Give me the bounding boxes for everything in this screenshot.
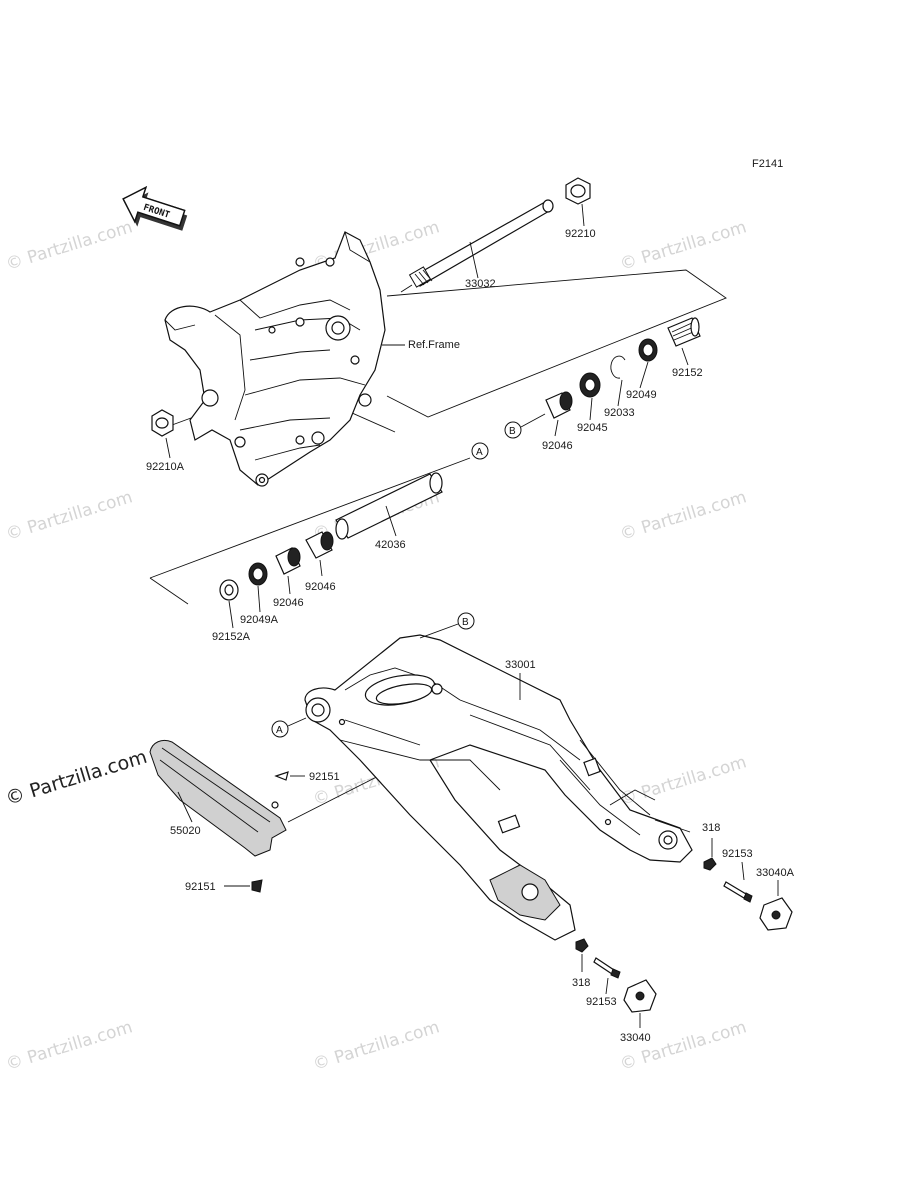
label-92151-top: 92151 — [309, 771, 340, 783]
screw-92151-bottom — [251, 879, 263, 893]
watermark: © Partzilla.com — [618, 487, 749, 544]
label-318-bottom: 318 — [572, 977, 590, 989]
label-92151-bottom: 92151 — [185, 881, 216, 893]
pivot-shaft-33032 — [400, 199, 554, 293]
needle-bearing-92046-top — [545, 391, 573, 419]
adjuster-33040A — [759, 897, 793, 931]
screw-92151-top — [274, 771, 289, 781]
label-92049A: 92049A — [240, 614, 279, 626]
label-92152: 92152 — [672, 367, 703, 379]
figure-code: F2141 — [752, 158, 783, 170]
dust-seal-92152 — [667, 317, 701, 347]
watermark: © Partzilla.com — [4, 1017, 135, 1074]
bolt-92153-bottom — [593, 957, 621, 979]
label-92049: 92049 — [626, 389, 657, 401]
watermark: © Partzilla.com — [311, 1017, 442, 1074]
watermark: © Partzilla.com — [618, 1017, 749, 1074]
label-33040: 33040 — [620, 1032, 651, 1044]
watermark: © Partzilla.com — [4, 217, 135, 274]
adjuster-33040 — [623, 979, 657, 1013]
label-92153-bottom: 92153 — [586, 996, 617, 1008]
callout-b-text: B — [509, 426, 516, 437]
seal-92152A — [219, 579, 239, 601]
label-92045: 92045 — [577, 422, 608, 434]
nut-92210 — [565, 177, 591, 205]
label-92210A: 92210A — [146, 461, 185, 473]
chain-guard-55020 — [149, 739, 287, 857]
swingarm-33001 — [304, 634, 693, 941]
label-92046-top: 92046 — [542, 440, 573, 452]
label-92153-right: 92153 — [722, 848, 753, 860]
nut-92210A — [151, 409, 174, 437]
label-92046-mid: 92046 — [305, 581, 336, 593]
watermark-prominent: © Partzilla.com — [3, 746, 150, 810]
nut-318-right — [703, 857, 717, 871]
label-92152A: 92152A — [212, 631, 251, 643]
bolt-92153-right — [723, 881, 753, 903]
nut-318-bottom — [575, 938, 589, 953]
label-33001: 33001 — [505, 659, 536, 671]
watermark: © Partzilla.com — [4, 487, 135, 544]
callout-b-lower: B — [419, 612, 475, 639]
label-33032: 33032 — [465, 278, 496, 290]
circlip-92033 — [610, 355, 626, 379]
callout-b-text-lower: B — [462, 617, 469, 628]
label-92033: 92033 — [604, 407, 635, 419]
collar-42036 — [335, 472, 443, 540]
watermark: © Partzilla.com — [618, 217, 749, 274]
needle-bearing-92046-low — [275, 547, 301, 575]
ref-frame-label: Ref.Frame — [408, 339, 460, 351]
label-42036: 42036 — [375, 539, 406, 551]
label-55020: 55020 — [170, 825, 201, 837]
watermark: © Partzilla.com — [618, 752, 749, 809]
callout-a-lower: A — [271, 717, 307, 738]
label-318-right: 318 — [702, 822, 720, 834]
label-33040A: 33040A — [756, 867, 795, 879]
callout-a-text-lower: A — [276, 725, 283, 736]
callout-b-upper: B — [504, 413, 546, 439]
bearing-92049A — [248, 562, 268, 586]
front-arrow-icon: FRONT — [122, 185, 188, 231]
bearing-92045 — [579, 372, 601, 398]
callout-a-text: A — [476, 447, 483, 458]
needle-bearing-92046-mid — [305, 531, 334, 559]
label-92046-low: 92046 — [273, 597, 304, 609]
callout-a-upper: A — [471, 442, 489, 460]
bearing-92049 — [638, 338, 658, 362]
label-92210: 92210 — [565, 228, 596, 240]
main-frame — [164, 231, 386, 487]
